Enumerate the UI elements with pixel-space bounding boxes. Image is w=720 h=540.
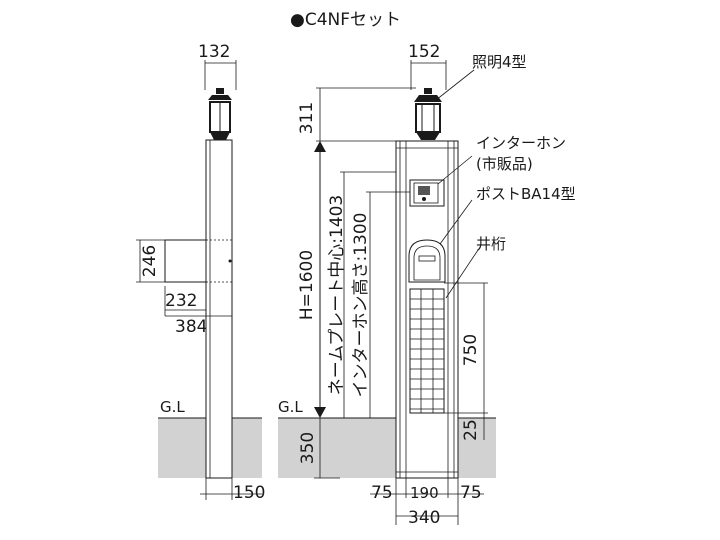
- dim-side-a: 75: [371, 483, 393, 503]
- gl-label-left: G.L: [160, 398, 185, 416]
- dim-total-height: H=1600: [297, 250, 317, 320]
- label-lamp: 照明4型: [472, 53, 527, 71]
- dim-lamp-height: 311: [297, 102, 317, 134]
- dim-right-lamp-width: 152: [408, 42, 440, 62]
- diagram-title: ●C4NFセット: [290, 10, 401, 30]
- arrow-h-bottom: [314, 407, 326, 418]
- dim-total-width: 340: [408, 508, 440, 528]
- post-box-side: [164, 239, 233, 283]
- dim-post-depth-a: 232: [165, 291, 197, 311]
- arrow-h-top: [314, 141, 326, 152]
- label-lattice: 井桁: [476, 235, 506, 253]
- label-post: ポストBA14型: [476, 185, 576, 203]
- dim-post-depth-b: 384: [175, 317, 207, 337]
- dim-center: 190: [410, 484, 439, 502]
- gl-label-right: G.L: [278, 398, 303, 416]
- dim-nameplate-center: ネームプレート中心:1403: [327, 195, 347, 395]
- front-view: 152: [395, 42, 459, 479]
- intercom-box: [409, 179, 445, 207]
- dim-intercom-height: インターホン高さ:1300: [351, 213, 371, 398]
- dim-lattice-height: 750: [461, 334, 481, 366]
- dim-underground: 350: [298, 432, 318, 464]
- lamp-side: [208, 88, 232, 140]
- dim-pillar-depth: 150: [233, 483, 265, 503]
- label-intercom-2: (市販品): [476, 155, 533, 173]
- dim-post-height: 246: [140, 245, 160, 277]
- dim-left-lamp-width: 132: [198, 42, 230, 62]
- side-view: 132 246 232 384: [136, 42, 265, 503]
- dim-side-b: 75: [460, 483, 482, 503]
- lamp-front: [414, 88, 442, 140]
- label-intercom-1: インターホン: [476, 134, 566, 152]
- dim-lattice-base: 25: [461, 419, 481, 441]
- post-box-front: [408, 239, 446, 283]
- lattice-panel: [409, 288, 445, 414]
- ground-right: [278, 418, 496, 478]
